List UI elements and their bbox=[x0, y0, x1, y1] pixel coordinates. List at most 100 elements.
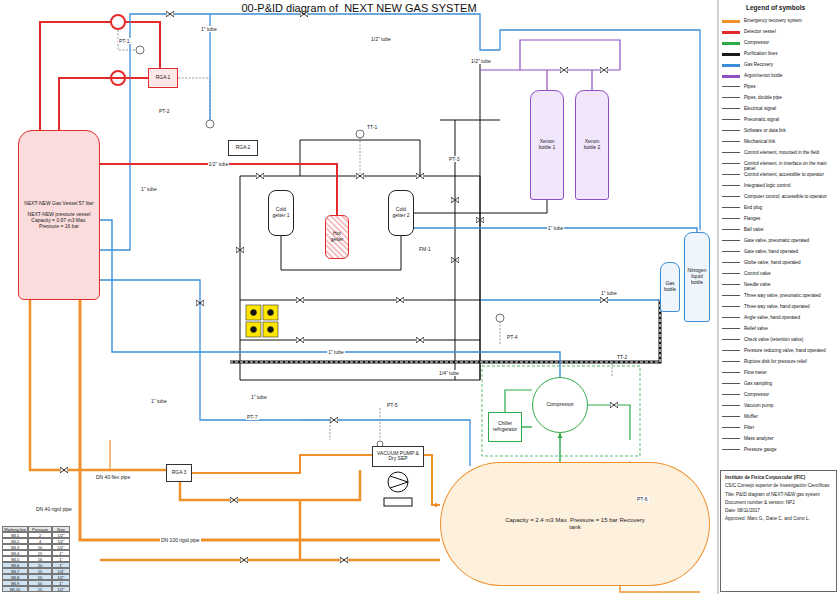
node-text: Chiller refrigerator bbox=[491, 421, 519, 433]
legend-swatch bbox=[722, 31, 740, 34]
legend-symbol bbox=[722, 141, 740, 142]
legend-text: End plug bbox=[744, 205, 836, 210]
legend-text: Argon/xenon bottle bbox=[744, 73, 836, 78]
legend-divider bbox=[718, 0, 719, 594]
pid-line bbox=[268, 310, 274, 316]
purification-lines bbox=[240, 60, 500, 380]
pid-line bbox=[546, 70, 547, 90]
pid-line bbox=[100, 559, 440, 562]
legend-text: Relief valve bbox=[744, 326, 836, 331]
pid-line bbox=[240, 557, 248, 563]
node-text: Hot getter bbox=[328, 231, 346, 243]
compressor-circle: Compressor bbox=[532, 377, 588, 433]
legend-swatch bbox=[722, 53, 740, 56]
pipe-label: 1" tube bbox=[600, 290, 618, 296]
pid-line bbox=[520, 40, 620, 70]
gas-bottle: Nitrogen liquid bottle bbox=[684, 232, 710, 322]
legend-symbol bbox=[722, 306, 740, 307]
legend-symbol bbox=[722, 119, 740, 120]
legend-text: Mechanical link bbox=[744, 139, 836, 144]
pid-line bbox=[251, 310, 257, 316]
legend-symbol bbox=[722, 207, 740, 208]
legend-symbol bbox=[722, 218, 740, 219]
table-cell: 15 bbox=[28, 586, 52, 592]
radioactive-sources bbox=[246, 305, 278, 337]
pid-line bbox=[380, 408, 381, 440]
pid-line bbox=[440, 120, 500, 121]
legend-text: Emergency recovery system bbox=[744, 18, 836, 23]
node-text: Compressor bbox=[546, 402, 573, 408]
legend-symbol bbox=[722, 86, 740, 87]
equipment-box: RGA 3 bbox=[166, 464, 192, 482]
legend-symbol bbox=[722, 229, 740, 230]
legend-text: Pipes, double pipe bbox=[744, 95, 836, 100]
pipe-label: DN 100 rigid pipe bbox=[160, 537, 201, 543]
node-text: Title: P&ID diagram of NEXT-NEW gas syst… bbox=[725, 492, 820, 497]
legend-text: Pneumatic signal bbox=[744, 117, 836, 122]
pid-line bbox=[296, 297, 304, 303]
pid-line bbox=[384, 498, 412, 506]
node-text: Capacity = 2.4 m3 Max. Pressure = 15 bar… bbox=[500, 517, 650, 531]
gas-bottle: Xenon bottle 1 bbox=[530, 90, 564, 200]
instrument-tag: TT-1 bbox=[366, 124, 378, 130]
pressure-vessel: NEXT-NEW Gas Vessel 57 literNEXT-NEW pre… bbox=[18, 130, 100, 300]
pid-line bbox=[206, 120, 214, 128]
node-text: VACUUM PUMP & Dry SEP bbox=[375, 451, 421, 463]
legend-text: Gas sampling bbox=[744, 381, 836, 386]
legend-text: Control element, in interface on the mai… bbox=[744, 161, 836, 171]
pipe-connector bbox=[59, 78, 148, 130]
pid-line bbox=[300, 140, 420, 176]
instrument-tag: PT-7 bbox=[246, 414, 259, 420]
legend-swatch bbox=[722, 75, 740, 78]
detector-lines bbox=[40, 15, 160, 130]
pid-line bbox=[500, 320, 501, 344]
legend-symbol bbox=[722, 361, 740, 362]
equipment-box: VACUUM PUMP & Dry SEP bbox=[372, 446, 424, 467]
legend-symbol bbox=[722, 438, 740, 439]
node-text: Nitrogen liquid bottle bbox=[687, 268, 707, 285]
legend-symbol bbox=[722, 185, 740, 186]
legend-symbol bbox=[722, 196, 740, 197]
pid-line bbox=[416, 337, 424, 343]
pipe-label: 1" tube bbox=[200, 26, 218, 32]
instrument-tag: PT-5 bbox=[386, 402, 399, 408]
pid-line bbox=[560, 67, 568, 73]
arrow-head bbox=[435, 503, 440, 508]
legend-symbol bbox=[722, 449, 740, 450]
pid-line bbox=[496, 314, 504, 322]
legend-symbol bbox=[722, 240, 740, 241]
legend-text: Compressor bbox=[744, 40, 836, 45]
node-text: Gas bottle bbox=[663, 281, 677, 293]
legend-symbol bbox=[722, 350, 740, 351]
pid-line bbox=[620, 586, 700, 592]
instrument-tag: FM-1 bbox=[418, 246, 432, 252]
instrument-bubbles bbox=[136, 46, 634, 470]
legend-text: Detector vessel bbox=[744, 29, 836, 34]
legend-symbol bbox=[722, 251, 740, 252]
pipe-connector bbox=[100, 164, 337, 215]
legend-symbol bbox=[722, 427, 740, 428]
legend-symbol bbox=[722, 405, 740, 406]
pipe-connector bbox=[522, 426, 532, 427]
legend-text: Gas Recovery bbox=[744, 62, 836, 67]
instrument-tag: PT-3 bbox=[448, 156, 461, 162]
pipe-connector bbox=[80, 300, 440, 540]
pid-line bbox=[100, 280, 470, 466]
legend-symbol bbox=[722, 174, 740, 175]
legend-text: Muffler bbox=[744, 414, 836, 419]
pid-line bbox=[299, 500, 302, 560]
legend-symbol bbox=[722, 163, 740, 164]
pipe-connector bbox=[192, 455, 372, 473]
node-text: Approved: Marc G., Dane C. and Curro L. bbox=[725, 516, 810, 521]
pid-line bbox=[109, 440, 110, 470]
pid-line bbox=[610, 402, 618, 408]
legend-swatch bbox=[722, 42, 740, 45]
equipment-box: RGA 2 bbox=[228, 140, 258, 156]
pipe-label: 1/2" tube bbox=[470, 58, 492, 64]
legend-symbol bbox=[722, 152, 740, 153]
node-text: NEXT-NEW pressure vessel Capacity = 0.97… bbox=[21, 212, 97, 229]
arrow-head bbox=[558, 433, 563, 438]
pid-line bbox=[416, 173, 424, 179]
legend-text: Gate valve, hand operated bbox=[744, 249, 836, 254]
